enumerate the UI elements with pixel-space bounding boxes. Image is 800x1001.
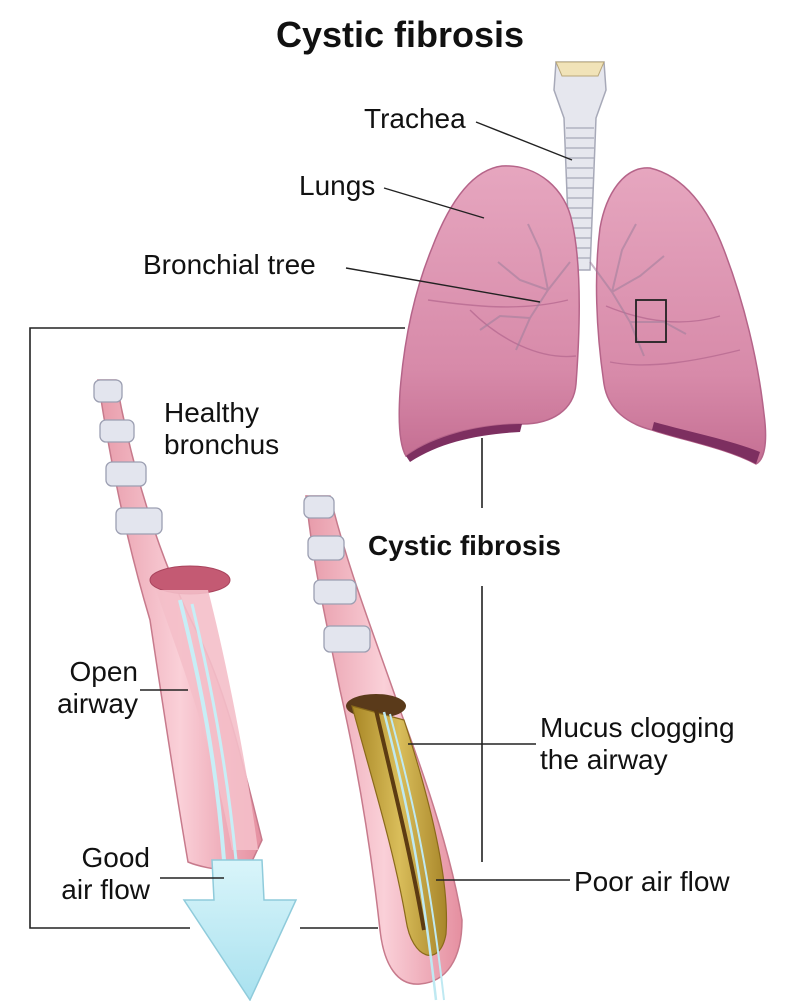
cf-bronchus [303, 495, 463, 1001]
label-bronchial-tree: Bronchial tree [143, 249, 316, 280]
label-healthy-line1: Healthy [164, 397, 259, 428]
label-good-line1: Good [81, 842, 151, 873]
label-healthy-line2: bronchus [164, 429, 280, 460]
label-mucus: Mucus clogging the airway [540, 712, 735, 776]
trachea [553, 61, 607, 271]
zoom-box [635, 299, 667, 343]
lungs [398, 165, 767, 465]
label-healthy-bronchus: Healthy bronchus [164, 397, 279, 461]
label-poor-air-flow: Poor air flow [574, 866, 730, 897]
airflow-arrow [182, 859, 298, 1001]
leader-lines [140, 121, 573, 881]
diagram-title: Cystic fibrosis [275, 14, 525, 55]
label-open-line2: airway [57, 688, 138, 719]
healthy-bronchus [93, 379, 298, 1001]
label-good-line2: air flow [61, 874, 150, 905]
label-lungs: Lungs [299, 170, 376, 201]
cf-heading: Cystic fibrosis [368, 530, 561, 561]
label-good-air-flow: Good air flow [30, 842, 150, 906]
label-open-line1: Open [69, 656, 139, 687]
label-mucus-line1: Mucus clogging [540, 712, 735, 743]
label-trachea: Trachea [364, 103, 466, 134]
label-open-airway: Open airway [30, 656, 138, 720]
label-mucus-line2: the airway [540, 744, 668, 775]
frame-lines [29, 327, 483, 929]
